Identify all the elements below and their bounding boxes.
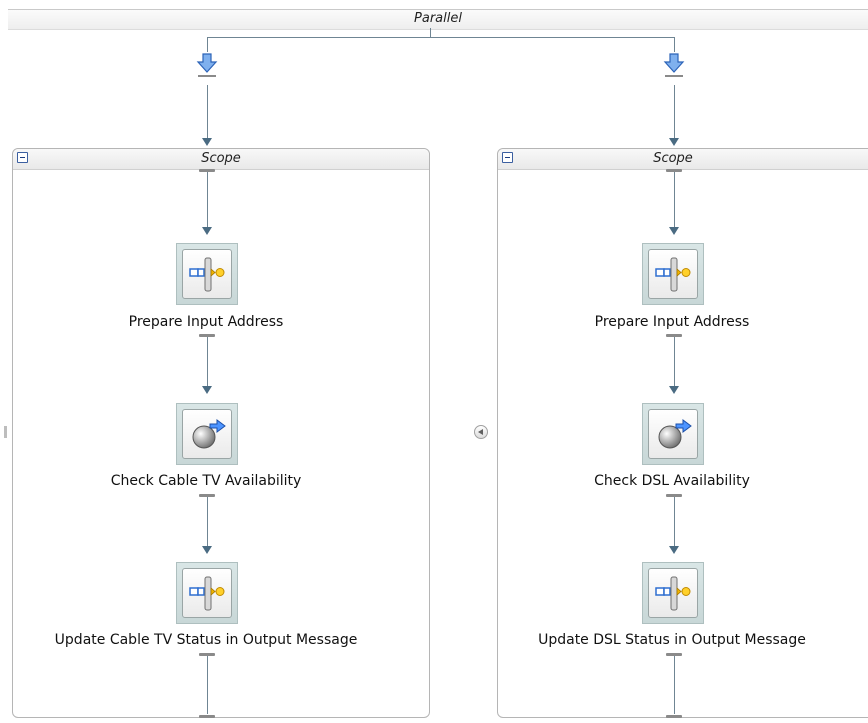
collapse-icon[interactable] — [17, 152, 28, 163]
connector-line — [207, 497, 208, 547]
connector-line — [674, 172, 675, 228]
connector-stub — [199, 169, 215, 172]
invoke-icon — [192, 419, 226, 449]
connector-line — [207, 337, 208, 387]
branch-connector — [207, 37, 675, 38]
connector-line — [207, 172, 208, 228]
connector-line — [674, 337, 675, 387]
connector-stub — [666, 334, 682, 337]
activity-label: Check Cable TV Availability — [110, 473, 302, 489]
flow-arrowhead — [202, 138, 212, 146]
assign-icon — [655, 576, 691, 611]
connector-stub — [666, 653, 682, 656]
flow-arrowhead — [669, 138, 679, 146]
connector-line — [674, 85, 675, 140]
scroll-left-arrow-icon[interactable] — [474, 425, 488, 439]
assign-activity[interactable] — [176, 243, 238, 305]
assign-activity[interactable] — [176, 562, 238, 624]
assign-activity[interactable] — [642, 562, 704, 624]
left-edge-marker — [4, 426, 7, 438]
parallel-header[interactable]: Parallel — [8, 9, 868, 30]
connector-stub — [666, 494, 682, 497]
branch-down-arrow-icon[interactable] — [196, 52, 218, 78]
connector-stub — [199, 653, 215, 656]
branch-right-connector — [674, 37, 675, 52]
flow-arrowhead — [669, 386, 679, 394]
activity-label: Prepare Input Address — [128, 314, 284, 330]
scope-header[interactable]: Scope — [498, 149, 868, 170]
activity-label: Prepare Input Address — [594, 314, 750, 330]
collapse-icon[interactable] — [502, 152, 513, 163]
flow-arrowhead — [669, 227, 679, 235]
connector-line — [207, 85, 208, 140]
activity-label: Check DSL Availability — [594, 473, 750, 489]
flow-arrowhead — [202, 386, 212, 394]
assign-icon — [189, 257, 225, 292]
flow-arrowhead — [202, 546, 212, 554]
flow-arrowhead — [202, 227, 212, 235]
parallel-connector — [430, 28, 431, 37]
invoke-activity[interactable] — [642, 403, 704, 465]
connector-line — [674, 497, 675, 547]
scope-title: Scope — [653, 151, 693, 166]
scope-header[interactable]: Scope — [13, 149, 429, 170]
connector-stub — [199, 334, 215, 337]
connector-stub — [666, 715, 682, 718]
scope-title: Scope — [201, 151, 241, 166]
connector-stub — [199, 715, 215, 718]
connector-line — [674, 656, 675, 714]
assign-activity[interactable] — [642, 243, 704, 305]
connector-stub — [666, 169, 682, 172]
flow-arrowhead — [669, 546, 679, 554]
assign-icon — [655, 257, 691, 292]
activity-label: Update DSL Status in Output Message — [538, 632, 806, 648]
connector-stub — [199, 494, 215, 497]
invoke-activity[interactable] — [176, 403, 238, 465]
activity-label: Update Cable TV Status in Output Message — [54, 632, 358, 648]
branch-down-arrow-icon[interactable] — [663, 52, 685, 78]
connector-line — [207, 656, 208, 714]
parallel-label: Parallel — [414, 11, 462, 26]
branch-left-connector — [207, 37, 208, 52]
assign-icon — [189, 576, 225, 611]
invoke-icon — [658, 419, 692, 449]
